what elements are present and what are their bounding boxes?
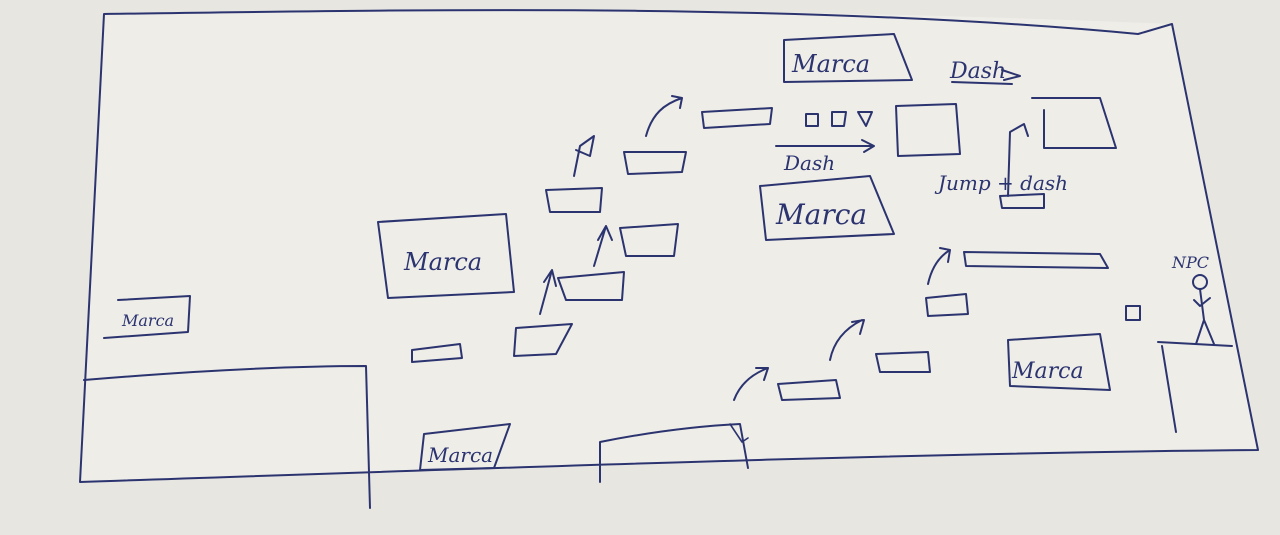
dash-block bbox=[805, 113, 819, 127]
svg-text:NPC: NPC bbox=[1171, 253, 1209, 272]
dash-block bbox=[857, 111, 873, 127]
platform bbox=[925, 293, 969, 317]
jump-dash-label: Jump + dash bbox=[934, 171, 1068, 195]
jump-arrow bbox=[593, 225, 613, 267]
jump-arrow bbox=[645, 95, 683, 137]
npc-character: NPC bbox=[1171, 253, 1215, 345]
svg-text:Marca: Marca bbox=[427, 443, 493, 467]
jump-arrow bbox=[829, 319, 865, 361]
svg-text:Marca: Marca bbox=[403, 248, 482, 276]
dash-block bbox=[831, 111, 847, 127]
marca-sign-center-left: Marca bbox=[377, 213, 515, 299]
svg-text:Marca: Marca bbox=[1011, 359, 1084, 384]
platform bbox=[875, 351, 931, 373]
ground-block-middle bbox=[599, 423, 749, 483]
jump-arrow bbox=[539, 269, 557, 315]
ground-block-left bbox=[83, 365, 371, 509]
svg-text:Dash: Dash bbox=[949, 59, 1006, 84]
marca-sign-bottom: Marca bbox=[419, 423, 511, 471]
small-box bbox=[1125, 305, 1141, 321]
marca-sign-top: Marca bbox=[783, 33, 913, 83]
platform bbox=[701, 107, 773, 129]
platform bbox=[557, 271, 625, 301]
platform bbox=[999, 193, 1045, 209]
platform bbox=[545, 187, 603, 213]
paper-sheet bbox=[80, 9, 1258, 483]
jump-arrow bbox=[927, 247, 951, 285]
level-boundary bbox=[79, 9, 1259, 483]
platform bbox=[623, 151, 687, 175]
platform bbox=[777, 379, 841, 401]
platform bbox=[411, 343, 463, 363]
block-square bbox=[895, 103, 961, 157]
jump-arrow bbox=[733, 367, 769, 401]
dash-label-top: Dash bbox=[949, 59, 1021, 85]
svg-text:Marca: Marca bbox=[775, 198, 867, 231]
svg-text:Marca: Marca bbox=[121, 311, 174, 330]
jump-arrow bbox=[573, 135, 595, 177]
platform bbox=[513, 323, 573, 357]
marca-sign-center: Marca bbox=[759, 175, 895, 241]
marca-sign-left: Marca bbox=[103, 295, 191, 339]
svg-text:Marca: Marca bbox=[791, 50, 870, 78]
dash-label: Dash bbox=[783, 151, 835, 175]
block-square bbox=[1031, 97, 1117, 149]
dash-arrow bbox=[775, 139, 875, 153]
long-platform bbox=[963, 251, 1109, 269]
marca-sign-right: Marca bbox=[1007, 333, 1111, 391]
ground-step bbox=[729, 423, 749, 443]
platform bbox=[619, 223, 679, 257]
jump-dash-arrow bbox=[1007, 123, 1029, 197]
